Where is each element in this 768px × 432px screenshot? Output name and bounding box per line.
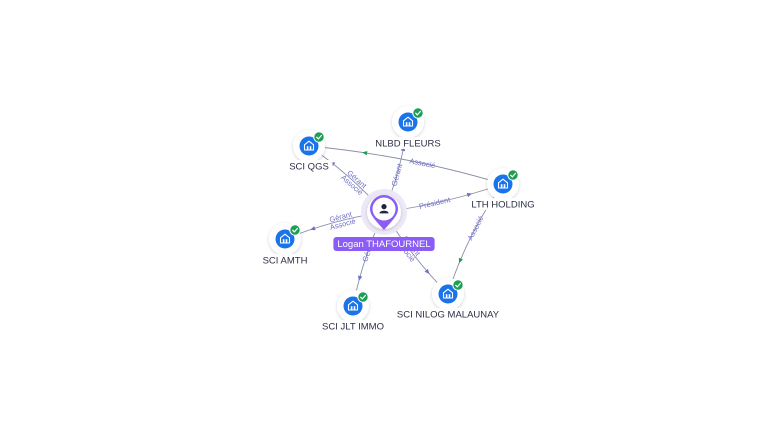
company-label: SCI QGS bbox=[289, 162, 329, 173]
node-disc bbox=[299, 136, 319, 156]
node-label-bg bbox=[258, 254, 312, 266]
node-disc bbox=[493, 174, 513, 194]
node-label-bg bbox=[468, 198, 538, 210]
company-label: NLBD FLEURS bbox=[375, 139, 440, 150]
node-label-bg bbox=[315, 320, 391, 332]
company-label: SCI NILOG MALAUNAY bbox=[397, 310, 500, 321]
building-icon bbox=[347, 300, 359, 311]
node-disc bbox=[275, 229, 295, 249]
verified-check-icon bbox=[313, 131, 325, 143]
company-node-sci-qgs[interactable]: SCI QGS bbox=[285, 130, 333, 173]
center-label: Logan THAFOURNEL bbox=[337, 239, 430, 250]
verified-check-icon bbox=[507, 169, 519, 181]
edge-label-group: Associé bbox=[409, 156, 437, 170]
company-node-sci-nilog-malaunay[interactable]: SCI NILOG MALAUNAY bbox=[393, 278, 503, 321]
node-disc bbox=[343, 296, 363, 316]
building-icon bbox=[303, 140, 315, 151]
person-icon bbox=[379, 204, 389, 214]
node-disc bbox=[398, 112, 418, 132]
building-icon bbox=[402, 116, 414, 127]
building-icon bbox=[442, 288, 454, 299]
person-node-center[interactable]: Logan THAFOURNEL bbox=[333, 189, 435, 251]
company-node-sci-jlt-immo[interactable]: SCI JLT IMMO bbox=[315, 290, 391, 333]
company-node-nlbd-fleurs[interactable]: NLBD FLEURS bbox=[373, 106, 443, 150]
company-label: SCI AMTH bbox=[263, 256, 308, 267]
company-label: SCI JLT IMMO bbox=[322, 322, 384, 333]
company-node-sci-amth[interactable]: SCI AMTH bbox=[258, 223, 312, 267]
edge-arrow bbox=[358, 275, 363, 281]
center-label-bg bbox=[333, 237, 435, 251]
verified-check-icon bbox=[452, 279, 464, 291]
company-node-lth-holding[interactable]: LTH HOLDING bbox=[468, 168, 538, 211]
edge-arrow bbox=[458, 257, 463, 264]
company-label: LTH HOLDING bbox=[471, 200, 534, 211]
verified-check-icon bbox=[412, 107, 424, 119]
edge-arrow bbox=[310, 226, 316, 231]
edge-label-group: Président bbox=[418, 195, 452, 211]
edge-arrow bbox=[424, 268, 430, 275]
node-disc bbox=[438, 284, 458, 304]
node-label-bg bbox=[285, 160, 333, 172]
edge-label-group: Associé bbox=[466, 214, 486, 242]
building-icon bbox=[279, 233, 291, 244]
edge-role-label: Président bbox=[418, 195, 452, 211]
edge-lth-holding-sci-qgs bbox=[308, 145, 504, 185]
nodes-layer: SCI QGS NLBD FLEURS LTH HOLDING SCI AMTH SCI… bbox=[258, 106, 538, 333]
edge-arrow bbox=[466, 192, 473, 198]
edge-role-label: Gérant bbox=[390, 162, 405, 187]
edge-arrow bbox=[362, 150, 368, 156]
node-label-bg bbox=[393, 308, 503, 320]
edge-role-label: Associé bbox=[409, 156, 437, 170]
verified-check-icon bbox=[357, 291, 369, 303]
edge-role-label: Associé bbox=[466, 214, 486, 242]
verified-check-icon bbox=[289, 224, 301, 236]
edge-label-group: Gérant bbox=[390, 162, 405, 187]
node-label-bg bbox=[373, 137, 443, 149]
building-icon bbox=[497, 178, 509, 189]
